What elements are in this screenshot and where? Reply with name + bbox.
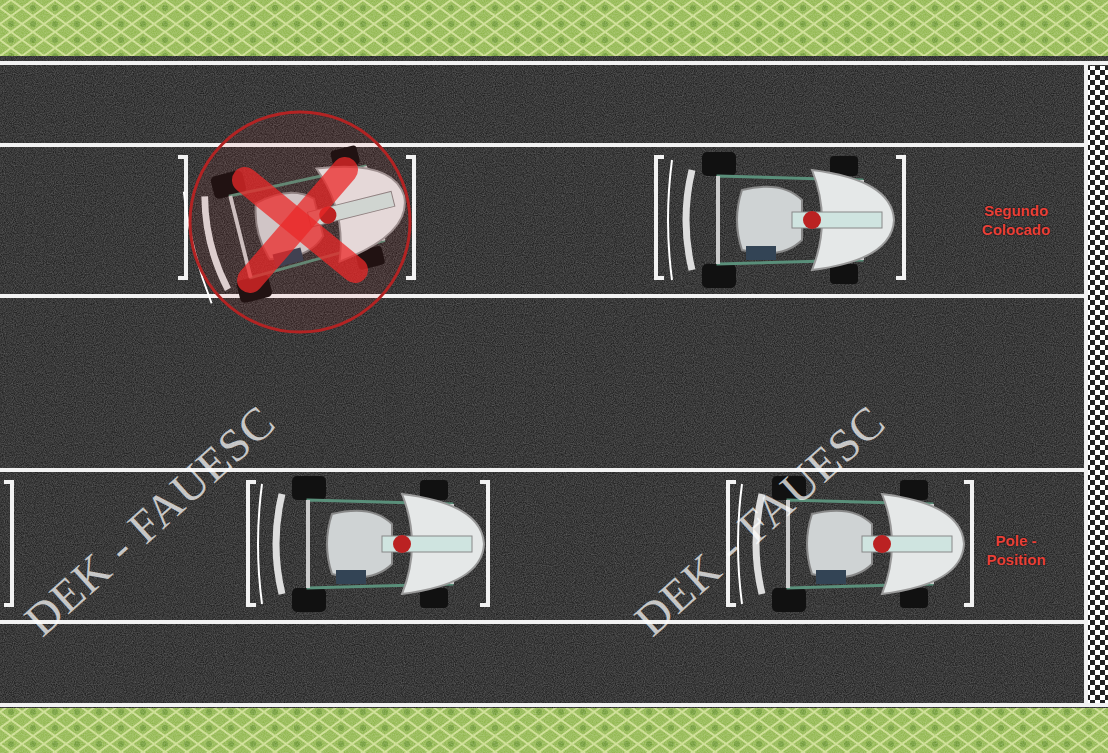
grid-position-label: Segundo Colocado [971,201,1061,239]
grid-position-label: Pole - Position [976,531,1056,569]
